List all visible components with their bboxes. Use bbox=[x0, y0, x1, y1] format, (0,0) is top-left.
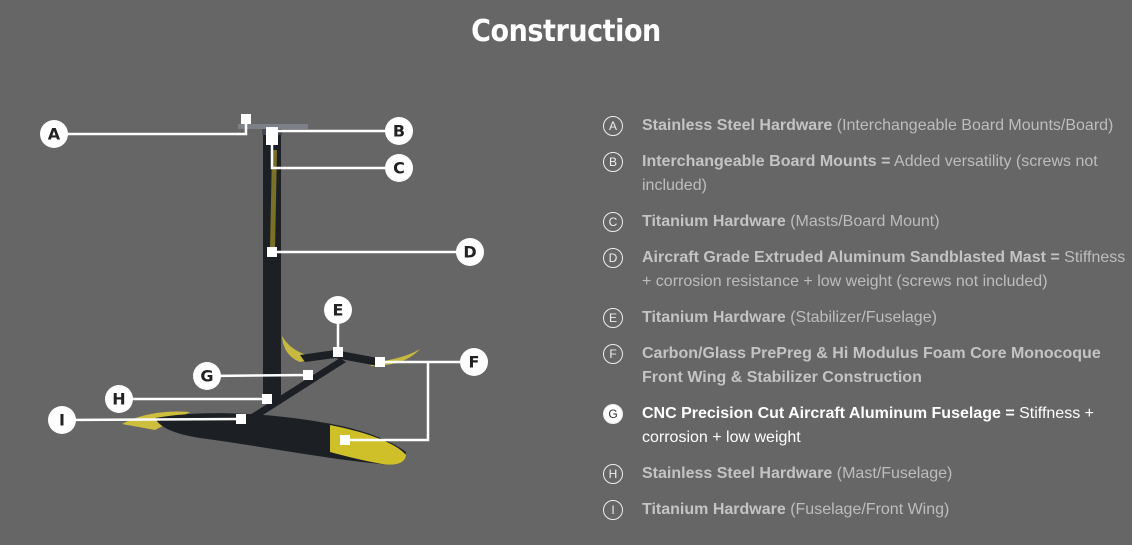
callout-I[interactable]: I bbox=[48, 406, 76, 434]
letter-badge: I bbox=[603, 500, 623, 520]
mast-logo bbox=[270, 150, 277, 250]
item-title: Titanium Hardware bbox=[642, 501, 786, 518]
hydrofoil-illustration bbox=[122, 124, 420, 465]
list-item-A[interactable]: A Stainless Steel Hardware (Interchangeab… bbox=[600, 114, 1130, 138]
svg-text:I: I bbox=[59, 411, 65, 430]
item-title: Stainless Steel Hardware bbox=[642, 465, 833, 482]
mast-top-plate bbox=[238, 124, 308, 129]
letter-badge: F bbox=[603, 344, 623, 364]
list-item-C[interactable]: C Titanium Hardware (Masts/Board Mount) bbox=[600, 210, 1130, 234]
stabilizer-left-tip bbox=[282, 336, 320, 362]
item-desc: Added versatility (screws not included) bbox=[642, 153, 1098, 194]
svg-text:H: H bbox=[112, 390, 125, 409]
callout-C[interactable]: C bbox=[385, 154, 413, 182]
item-title: Carbon/Glass PrePreg & Hi Modulus Foam C… bbox=[642, 345, 1101, 386]
list-item-B[interactable]: B Interchangeable Board Mounts = Added ve… bbox=[600, 150, 1130, 198]
hydrofoil-diagram: A B C D E F G H I bbox=[40, 114, 488, 465]
letter-badge: C bbox=[603, 212, 623, 232]
letter-badge: G bbox=[603, 404, 623, 424]
callout-markers bbox=[236, 114, 385, 445]
item-title: Titanium Hardware bbox=[642, 309, 786, 326]
item-title: Interchangeable Board Mounts = bbox=[642, 153, 891, 170]
page-title: Construction bbox=[471, 14, 661, 49]
list-item-H[interactable]: H Stainless Steel Hardware (Mast/Fuselage… bbox=[600, 462, 1130, 486]
callout-E[interactable]: E bbox=[324, 296, 352, 324]
item-title: Titanium Hardware bbox=[642, 213, 786, 230]
item-title: CNC Precision Cut Aircraft Aluminum Fuse… bbox=[642, 405, 1015, 422]
svg-text:D: D bbox=[463, 243, 476, 262]
svg-text:C: C bbox=[393, 159, 405, 178]
svg-text:A: A bbox=[48, 125, 61, 144]
mast bbox=[263, 132, 281, 404]
item-desc: (Interchangeable Board Mounts/Board) bbox=[832, 117, 1114, 134]
letter-badge: D bbox=[603, 248, 623, 268]
item-desc: (Fuselage/Front Wing) bbox=[785, 501, 950, 518]
callout-B[interactable]: B bbox=[385, 117, 413, 145]
list-item-F[interactable]: F Carbon/Glass PrePreg & Hi Modulus Foam … bbox=[600, 342, 1130, 390]
fuselage bbox=[245, 358, 346, 420]
list-item-E[interactable]: E Titanium Hardware (Stabilizer/Fuselage) bbox=[600, 306, 1130, 330]
front-wing-right-tip bbox=[330, 425, 406, 465]
svg-text:E: E bbox=[333, 301, 344, 320]
letter-badge: B bbox=[603, 152, 623, 172]
stabilizer bbox=[300, 350, 378, 366]
callout-G[interactable]: G bbox=[193, 362, 221, 390]
callout-F[interactable]: F bbox=[460, 348, 488, 376]
svg-text:F: F bbox=[469, 353, 480, 372]
letter-badge: H bbox=[603, 464, 623, 484]
list-item-I[interactable]: I Titanium Hardware (Fuselage/Front Wing) bbox=[600, 498, 1130, 522]
item-desc: (Mast/Fuselage) bbox=[832, 465, 953, 482]
callout-D[interactable]: D bbox=[456, 238, 484, 266]
callout-A[interactable]: A bbox=[40, 120, 68, 148]
construction-list: A Stainless Steel Hardware (Interchangeab… bbox=[600, 114, 1130, 534]
letter-badge: A bbox=[603, 116, 623, 136]
item-title: Stainless Steel Hardware bbox=[642, 117, 833, 134]
list-item-G[interactable]: G CNC Precision Cut Aircraft Aluminum Fus… bbox=[600, 402, 1130, 450]
callout-H[interactable]: H bbox=[105, 385, 133, 413]
item-desc: (Masts/Board Mount) bbox=[785, 213, 940, 230]
list-item-D[interactable]: D Aircraft Grade Extruded Aluminum Sandbl… bbox=[600, 246, 1130, 294]
letter-badge: E bbox=[603, 308, 623, 328]
item-desc: Stiffness + corrosion resistance + low w… bbox=[642, 249, 1126, 290]
svg-text:G: G bbox=[200, 367, 213, 386]
svg-text:B: B bbox=[393, 122, 405, 141]
item-title: Aircraft Grade Extruded Aluminum Sandbla… bbox=[642, 249, 1060, 266]
item-desc: (Stabilizer/Fuselage) bbox=[785, 309, 937, 326]
item-desc: Stiffness + corrosion + low weight bbox=[642, 405, 1094, 446]
